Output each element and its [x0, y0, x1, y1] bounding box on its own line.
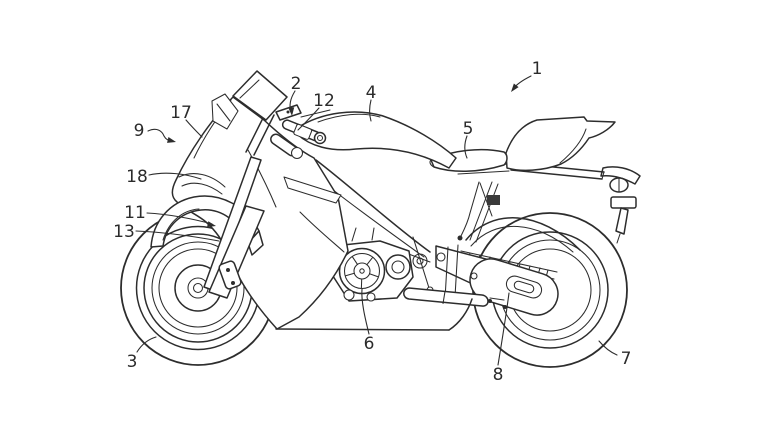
master-cylinder	[293, 124, 312, 140]
leader-3	[137, 337, 156, 352]
leader-12	[298, 108, 319, 130]
arrowhead-9	[167, 137, 176, 143]
front-fork	[204, 112, 274, 298]
leader-4	[370, 100, 372, 121]
ref-label-front-wheel: 3	[127, 352, 138, 372]
reference-numerals: 1 2 12 4 5 17 9 18 11 13 3 6 8 7	[113, 59, 631, 385]
ref-label-front-cowl: 9	[134, 121, 145, 141]
headlight	[179, 174, 225, 187]
electrical-box	[487, 195, 500, 205]
leader-17	[186, 120, 202, 137]
leader-7	[599, 341, 617, 355]
leader-5	[465, 136, 467, 158]
rear-fender-stalk	[601, 167, 640, 243]
rear-hugger-fender	[466, 218, 580, 252]
arrowhead-1	[511, 83, 519, 92]
swingarm	[436, 246, 563, 320]
footpeg	[457, 235, 463, 241]
front-axle	[194, 284, 203, 293]
ref-label-engine: 6	[364, 334, 375, 354]
ref-label-seat: 5	[463, 119, 474, 139]
windscreen	[233, 71, 287, 120]
leader-6	[362, 289, 369, 334]
tail-cowl	[506, 117, 615, 170]
leader-lines	[136, 76, 617, 365]
belly-pan	[276, 299, 472, 330]
ref-label-upper-cowl: 17	[170, 103, 192, 123]
leader-18	[149, 173, 201, 179]
cowl-vent	[212, 94, 238, 129]
brake-disc	[152, 242, 244, 334]
bar-end	[315, 133, 326, 144]
clutch-cover	[386, 255, 410, 279]
exhaust-muffler	[404, 288, 504, 306]
ref-label-rear-wheel: 7	[621, 349, 632, 369]
ref-label-front-fork: 11	[124, 203, 146, 223]
ref-label-swingarm: 8	[493, 365, 504, 385]
brake-lever	[301, 110, 330, 117]
leader-13	[136, 231, 219, 241]
arrowhead-11	[207, 221, 216, 228]
subframe	[455, 163, 604, 242]
handlebar	[269, 105, 330, 159]
frame	[308, 160, 458, 299]
ref-label-motorcycle: 1	[532, 59, 543, 79]
ref-label-handlebar: 2	[291, 74, 302, 94]
ref-label-front-fender: 13	[113, 222, 135, 242]
ref-label-master-cylinder: 12	[313, 91, 335, 111]
arrowhead-2	[288, 107, 295, 116]
fuel-tank	[297, 112, 456, 168]
leader-8	[498, 293, 509, 365]
side-vent	[284, 177, 341, 203]
leader-11	[147, 213, 212, 224]
engine	[331, 228, 427, 301]
brake-caliper	[218, 260, 242, 290]
ref-label-fuel-tank: 4	[366, 83, 377, 103]
ref-label-headlight: 18	[126, 167, 148, 187]
